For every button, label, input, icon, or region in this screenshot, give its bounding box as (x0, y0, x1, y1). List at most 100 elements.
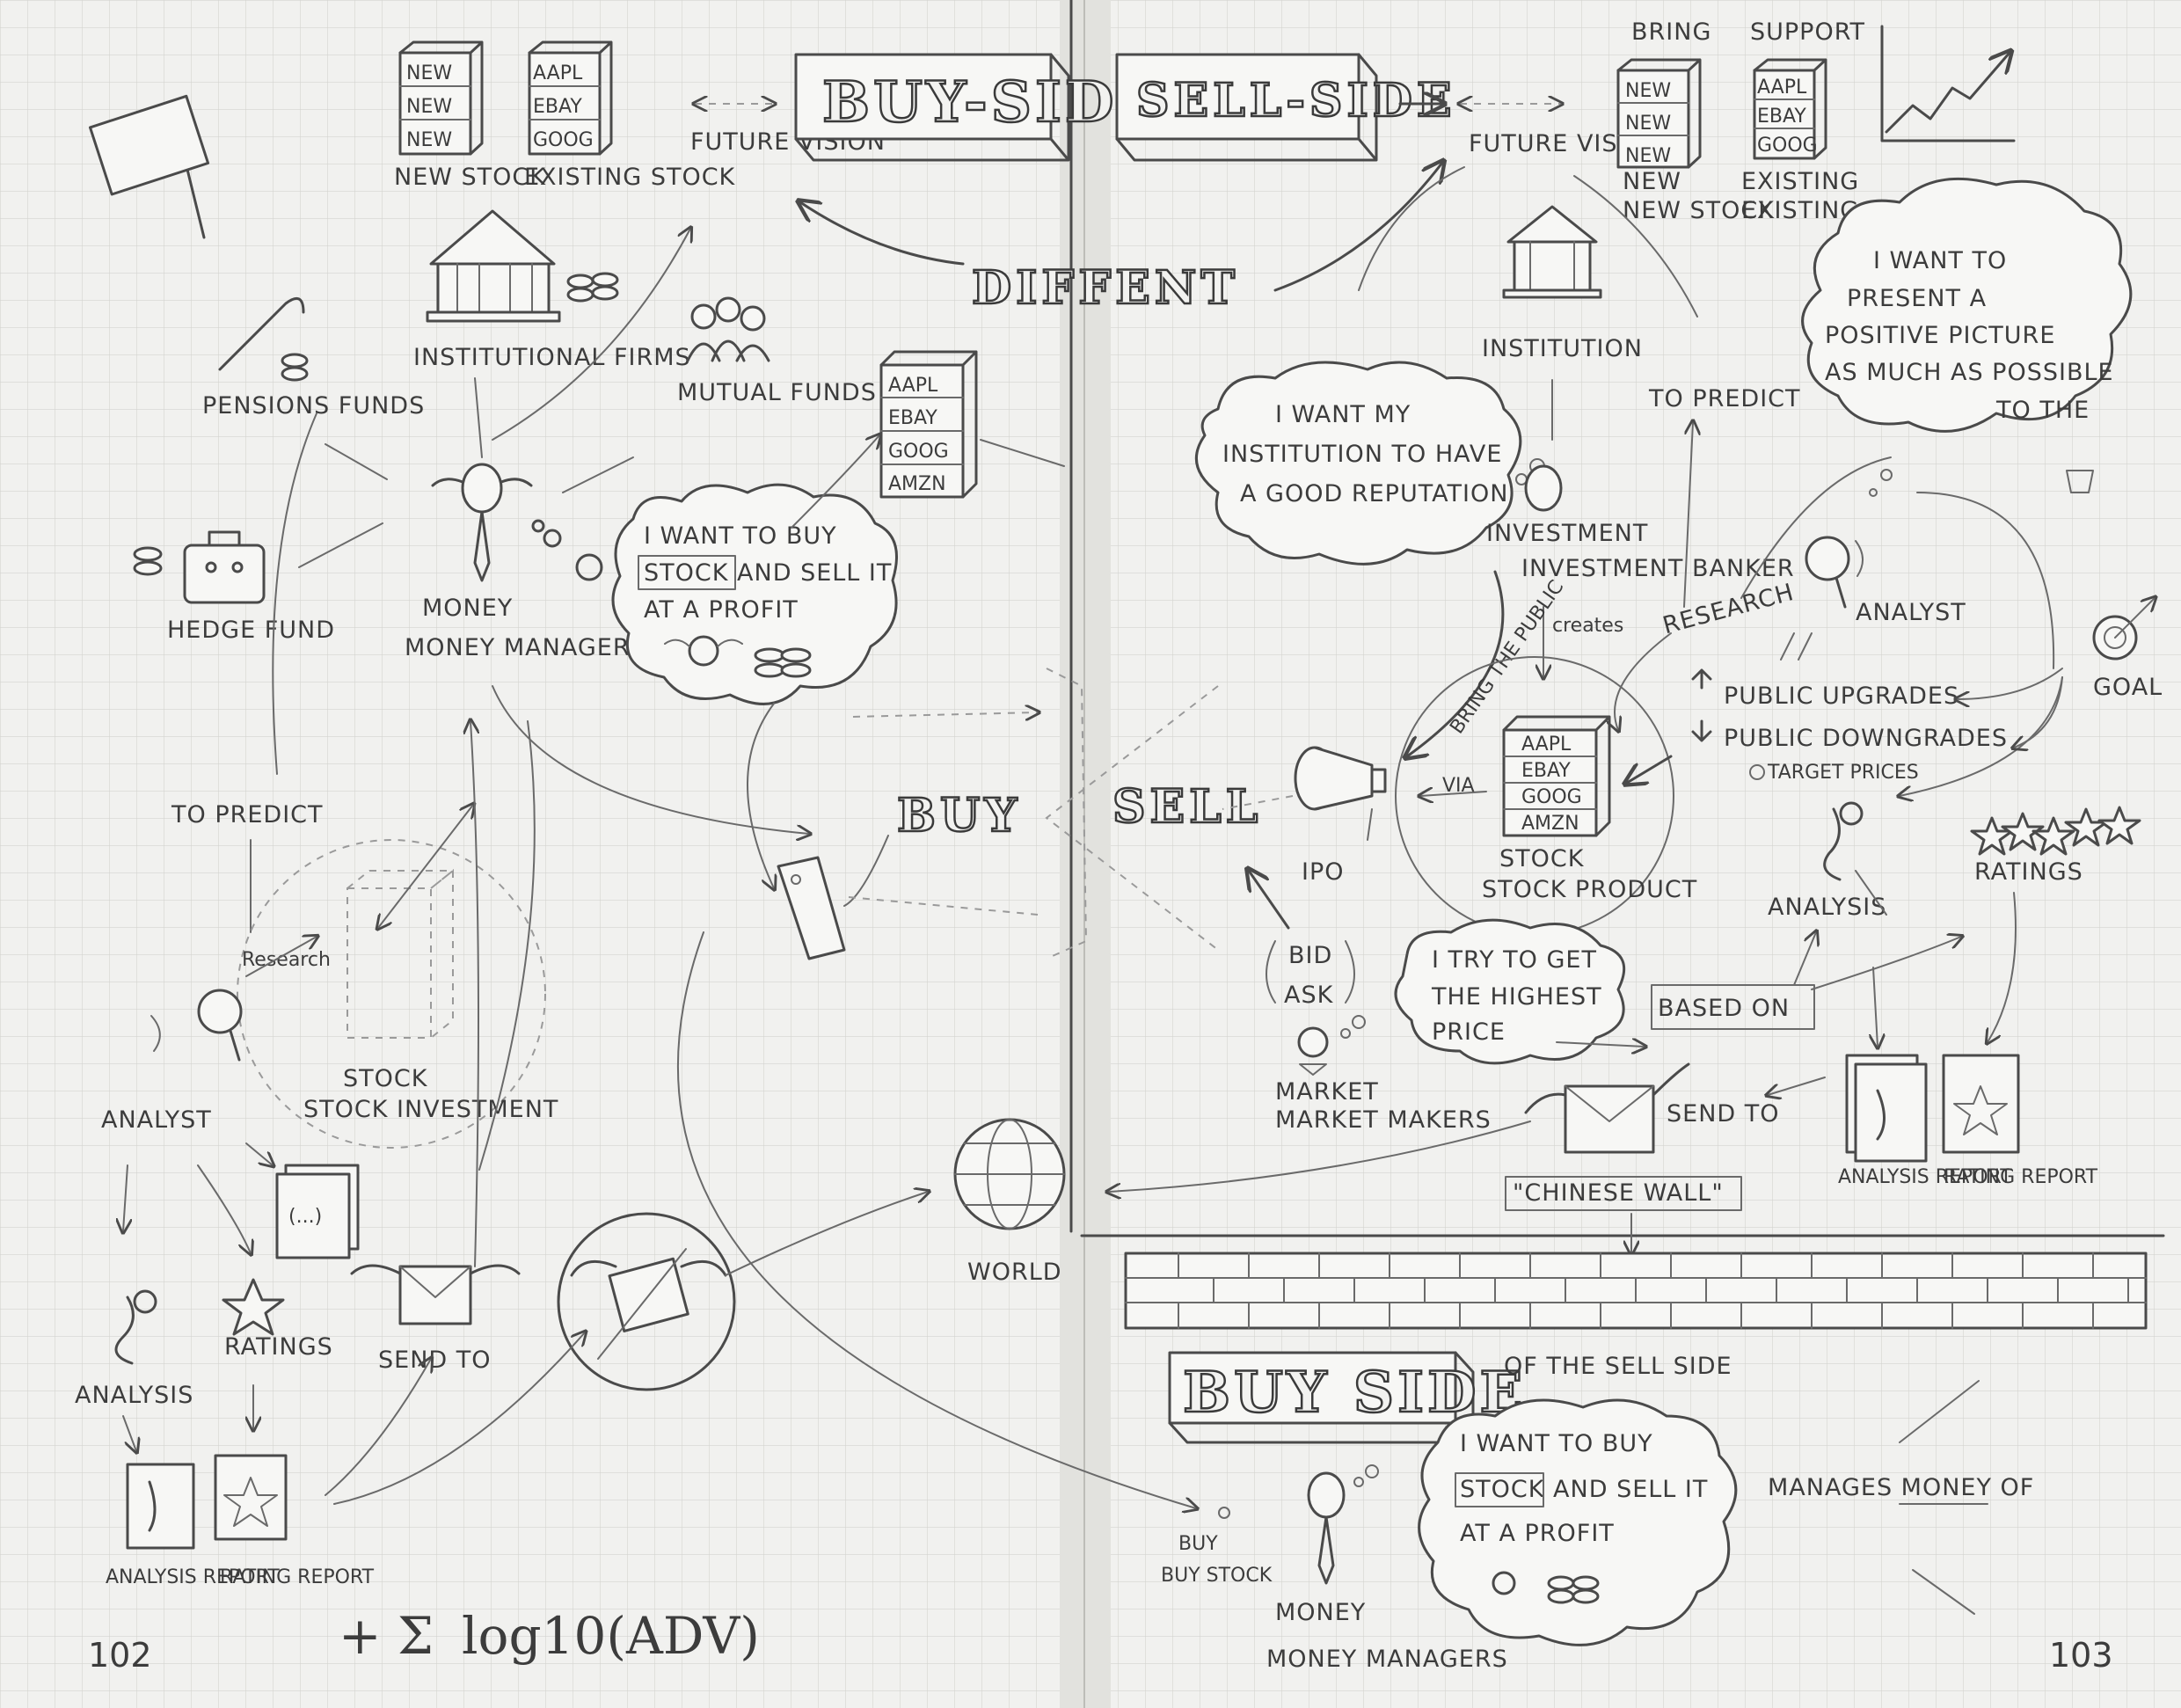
analysis-label-left: ANALYSIS (75, 1382, 193, 1409)
manages-money-of-label: MANAGES MONEY OF (1768, 1474, 2034, 1501)
institutional-firms-label: INSTITUTIONAL FIRMS (413, 344, 691, 371)
analyst-thought-line-1: I WANT TO (1873, 247, 2007, 274)
stock-stack-left-item-3: GOOG (888, 441, 949, 463)
cart-icon (2066, 470, 2094, 493)
pensions-funds-label: PENSIONS FUNDS (202, 392, 425, 420)
existing-stock-stack-icon: AAPL EBAY GOOG (528, 40, 613, 156)
rating-report-label-left: RATING REPORT (220, 1566, 375, 1588)
analyst-thought-line-3: POSITIVE PICTURE (1825, 322, 2055, 349)
ratings-label-right: RATINGS (1974, 858, 2083, 886)
stock-stack-left-item-4: AMZN (888, 473, 946, 495)
money-managers-bottom-label-1: MONEY (1275, 1599, 1366, 1626)
new-stock-stack-icon-right: NEW NEW NEW (1616, 58, 1702, 169)
mutual-funds-label: MUTUAL FUNDS (677, 379, 877, 406)
arrow-ratings-to-report-right (1988, 892, 2017, 1042)
line-firms-to-manager (474, 377, 483, 458)
arrow-report-to-send-right (1768, 1077, 1826, 1095)
support-label: SUPPORT (1750, 18, 1865, 46)
based-on-label: BASED ON (1658, 995, 1790, 1022)
mm-thought-line-2: THE HIGHEST (1431, 983, 1602, 1011)
new-stock-item-2: NEW (406, 96, 452, 118)
arrow-analyst-to-document (245, 1142, 273, 1165)
stock-stack-left-item-2: EBAY (888, 407, 937, 429)
institution-label: INSTITUTION (1482, 335, 1643, 362)
new-stock-right-item-3: NEW (1625, 145, 1671, 167)
of-the-sell-side-label: OF THE SELL SIDE (1504, 1353, 1732, 1380)
rating-report-icon-left (214, 1454, 288, 1541)
envelope-icon-right (1524, 1062, 1690, 1154)
send-to-label-left: SEND TO (378, 1347, 492, 1374)
to-predict-label-right: TO PREDICT (1648, 385, 1801, 412)
existing-stock-item-2: EBAY (533, 96, 582, 118)
target-goal-icon (2092, 598, 2155, 661)
based-on-box (1651, 984, 1815, 1030)
coin-stack-icon (566, 272, 619, 303)
banker-thought-line-2: INSTITUTION TO HAVE (1222, 441, 1502, 468)
public-downgrades-label: PUBLIC DOWNGRADES (1724, 725, 2008, 752)
bring-label: BRING (1631, 18, 1711, 46)
research-label-left: Research (242, 949, 331, 971)
bottom-thought-line-1: I WANT TO BUY (1460, 1430, 1653, 1457)
target-price-icon (1749, 764, 1765, 780)
rising-chart-icon (1880, 25, 2014, 142)
sell-label: SELL (1112, 780, 1262, 834)
arrow-manager-to-investment (378, 805, 473, 928)
analysis-report-icon-left (126, 1463, 195, 1550)
arrow-product-to-ipo (1420, 792, 1487, 796)
buy-side-bottom-banner: BUY SIDE (1168, 1351, 1524, 1444)
world-label: WORLD (967, 1259, 1062, 1286)
banker-thought-cloud: I WANT MY INSTITUTION TO HAVE A GOOD REP… (1194, 361, 1522, 566)
left-thought-line-2: STOCK AND SELL IT (644, 559, 892, 587)
broadcast-circle (557, 1212, 736, 1391)
different-arrow-right (1273, 163, 1442, 292)
mm-thought-line-3: PRICE (1432, 1018, 1506, 1046)
ratings-label-left: RATINGS (224, 1333, 333, 1361)
arrow-research-to-predict (1683, 422, 1693, 608)
analyst-thought-line-2: PRESENT A (1847, 285, 1987, 312)
new-stock-label-right-1: NEW (1623, 168, 1681, 195)
stock-product-item-2: EBAY (1521, 760, 1571, 782)
investment-banker-figure-icon (1515, 458, 1563, 512)
analyst-thought-line-5: TO THE (1995, 397, 2090, 424)
existing-stock-right-item-3: GOOG (1757, 135, 1818, 157)
arrow-analysis-to-report (122, 1415, 136, 1451)
stock-investment-circle (237, 839, 546, 1149)
money-managers-label: MONEY MANAGERS (405, 634, 646, 661)
money-managers-label-1: MONEY (422, 595, 513, 622)
market-maker-thought-cloud: I TRY TO GET THE HIGHEST PRICE (1394, 918, 1626, 1065)
market-makers-label-1: MARKET (1275, 1078, 1379, 1106)
sell-arrow-outline (1045, 685, 1219, 951)
to-predict-label-left: TO PREDICT (171, 801, 324, 828)
briefcase-icon (133, 530, 266, 604)
arrow-based-on-to-ratings (1811, 937, 1961, 990)
investment-banker-label: INVESTMENT BANKER (1521, 555, 1795, 582)
creates-label: creates (1552, 615, 1623, 637)
arrow-send-to-world (1108, 1120, 1531, 1192)
envelope-wings-icon-left (350, 1264, 521, 1325)
rating-report-icon-right (1942, 1054, 2020, 1154)
arrow-bid-to-ipo (1249, 871, 1290, 930)
star-icon-left (222, 1278, 285, 1336)
bring-public-arrow (1407, 570, 1505, 756)
upgrade-arrow-icon (1691, 668, 1712, 690)
existing-stock-right-item-2: EBAY (1757, 106, 1806, 128)
line-tag-to-sell (848, 896, 1039, 916)
people-group-icon (686, 296, 770, 362)
bank-building-icon (426, 209, 561, 323)
line-hedge-to-manager (298, 522, 383, 568)
arrow-coins-to-tag (747, 703, 774, 888)
new-stock-stack-icon: NEW NEW NEW (398, 40, 484, 156)
formula-plus: + Σ (339, 1606, 434, 1666)
existing-stock-label: EXISTING STOCK (524, 164, 736, 191)
arrow-analyst-to-ratings (197, 1164, 251, 1253)
line-mutual-to-manager (562, 456, 634, 493)
buy-stock-point (1218, 1507, 1230, 1519)
analyst-thought-line-4: AS MUCH AS POSSIBLE (1825, 359, 2114, 386)
globe-icon (953, 1118, 1066, 1230)
line-research-arc (1740, 456, 1892, 599)
stock-product-stack-icon: AAPL EBAY GOOG AMZN (1502, 715, 1611, 837)
arrow-price-to-based-on (1556, 1042, 1645, 1047)
arrow-to-broadcast (333, 1332, 585, 1505)
bid-ask-brackets (1266, 940, 1355, 1004)
line-pensions-to-manager (325, 443, 388, 480)
